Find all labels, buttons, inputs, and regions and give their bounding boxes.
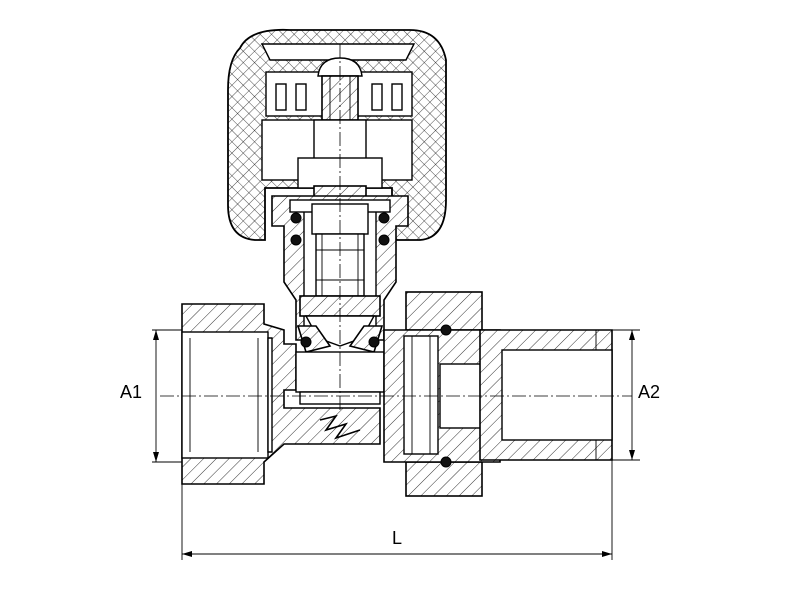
dimension-a1: A1 bbox=[120, 329, 182, 463]
outlet-dimension-label: A2 bbox=[638, 382, 660, 402]
dimension-a2: A2 bbox=[612, 329, 660, 461]
tailpiece bbox=[479, 329, 613, 461]
valve-body-inlet bbox=[181, 303, 385, 485]
dimension-l: L bbox=[181, 460, 613, 560]
length-dimension-label: L bbox=[392, 528, 402, 548]
inlet-dimension-label: A1 bbox=[120, 382, 142, 402]
